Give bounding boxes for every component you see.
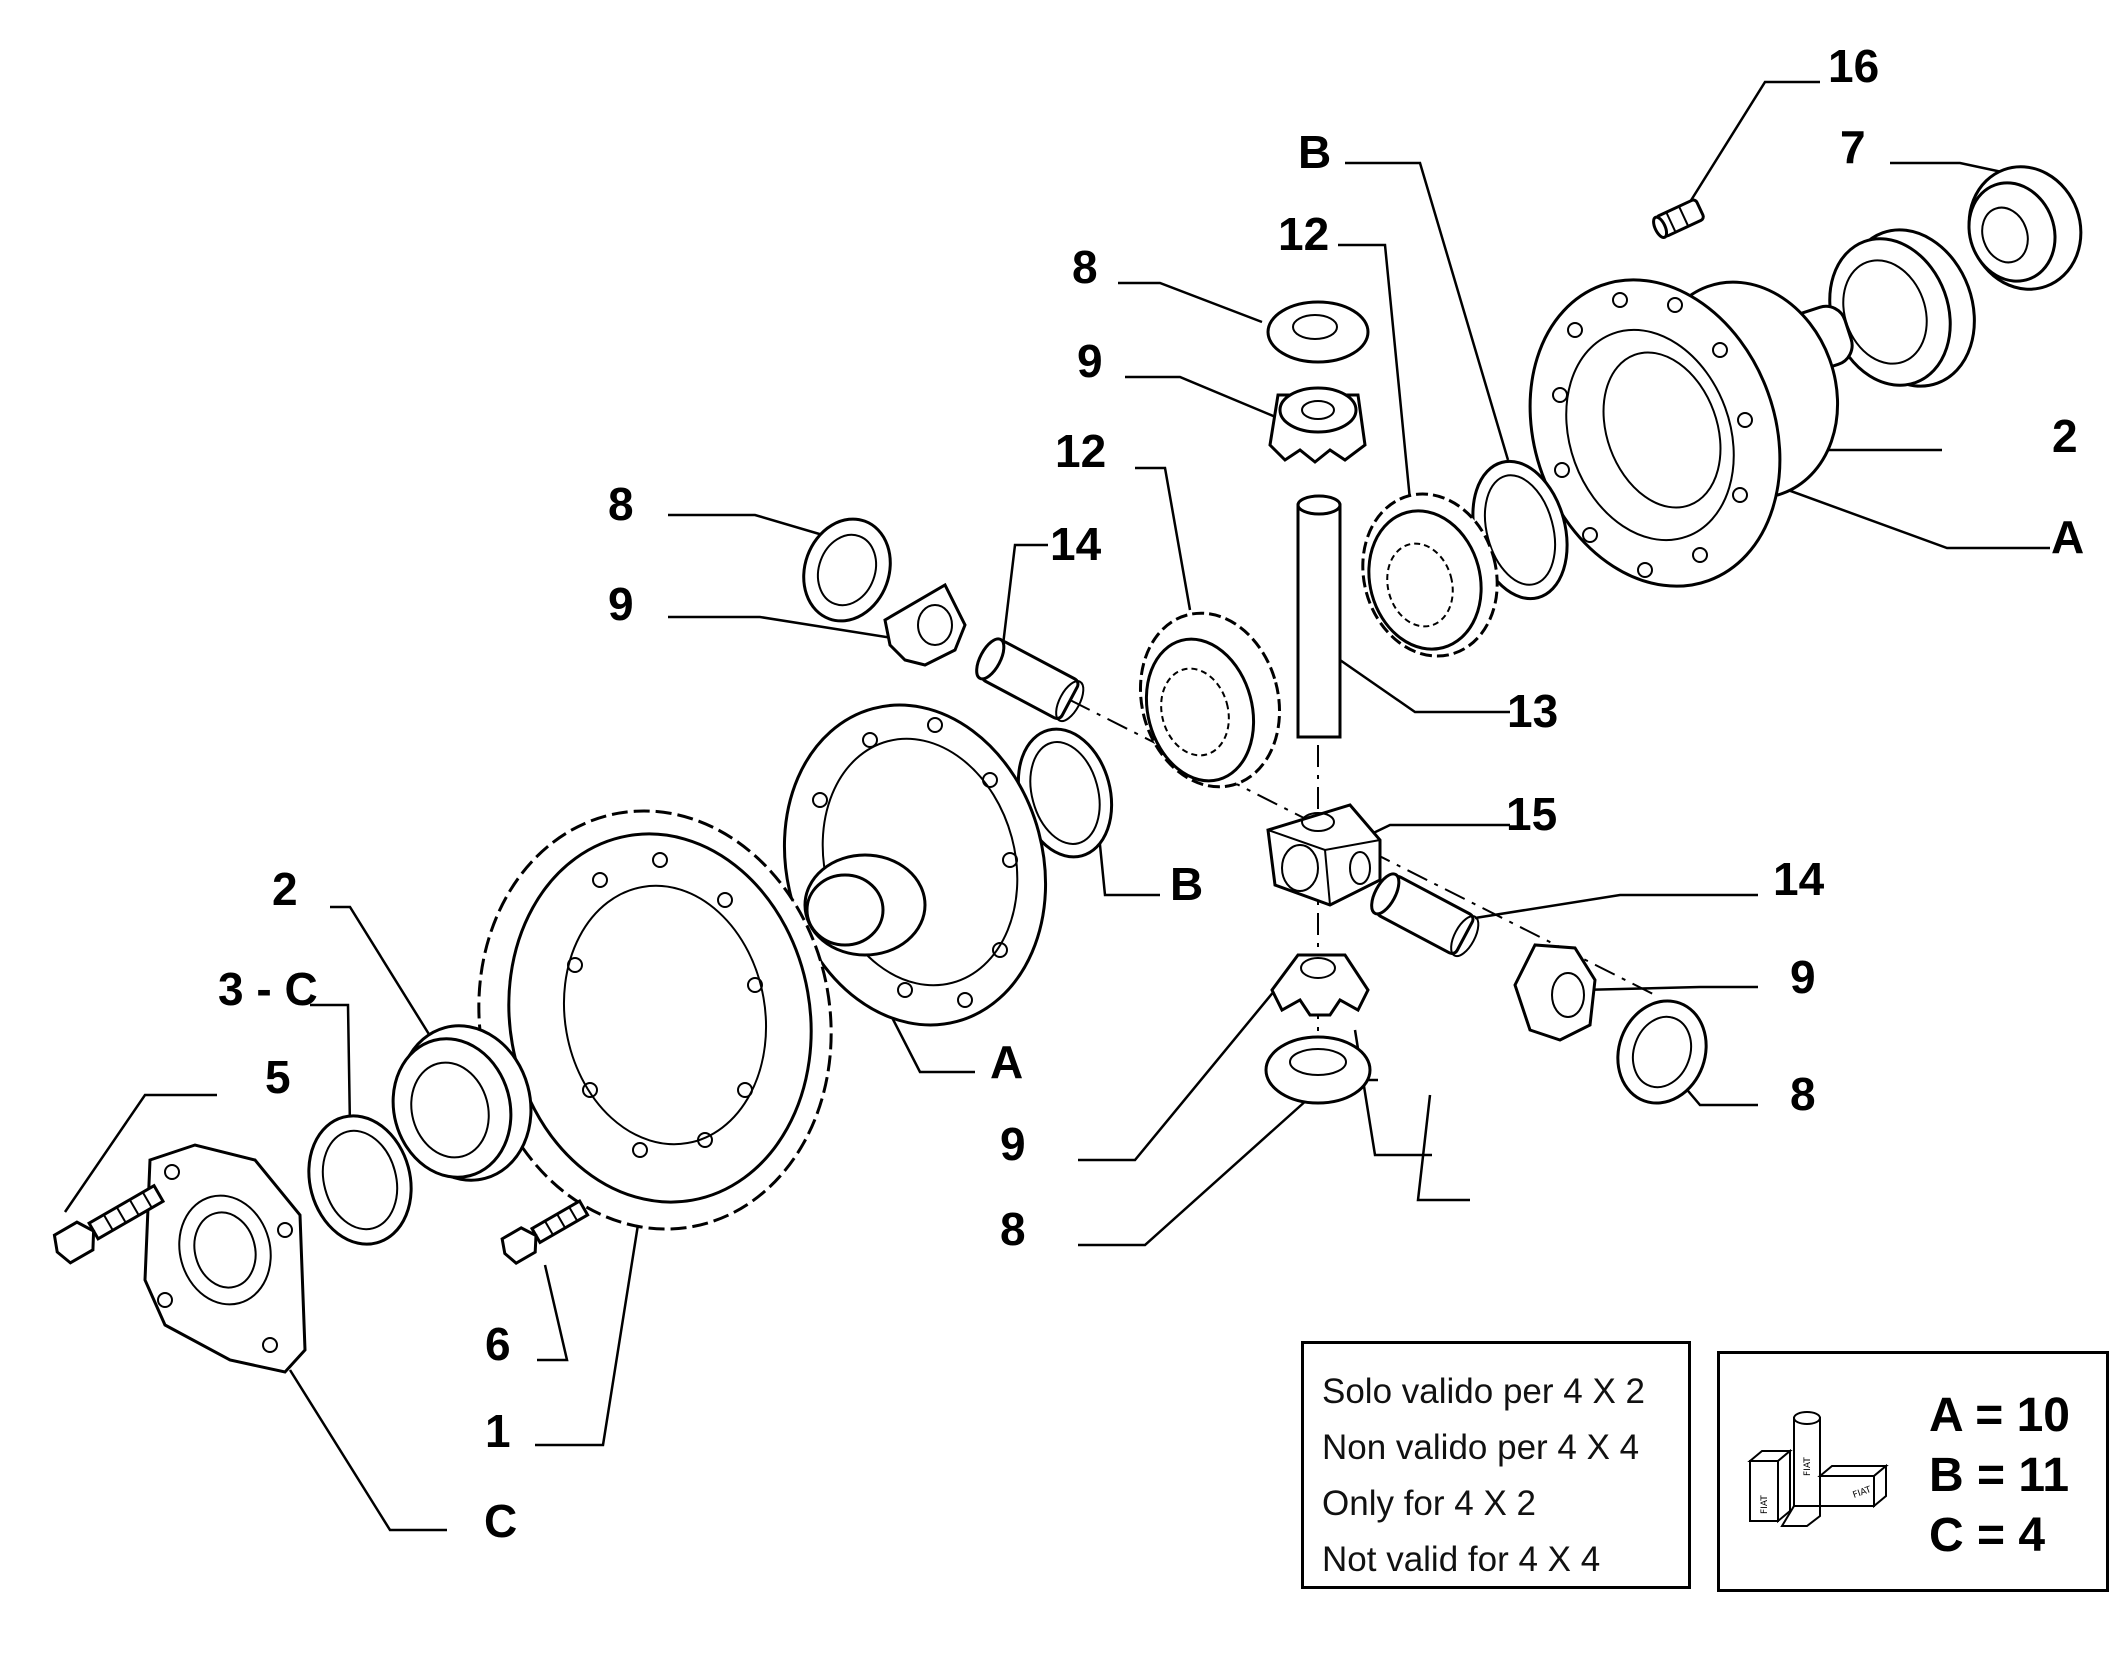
callout-15: 15 [1506, 788, 1557, 840]
part-bolt-6 [500, 1199, 590, 1265]
quantity-legend: FIAT FIAT FIAT A = 10 B = 11 C = 4 [1717, 1351, 2109, 1592]
part-ring-gear-1 [477, 809, 833, 1231]
callout-9-top: 9 [1077, 335, 1103, 387]
callout-C: C [484, 1495, 517, 1547]
part-sleeve-14-left [975, 637, 1085, 723]
callout-14-right: 14 [1773, 853, 1825, 905]
callout-2-right: 2 [2052, 410, 2078, 462]
qty-B: B = 11 [1929, 1449, 2070, 1502]
callout-A-right: A [2051, 511, 2084, 563]
callout-7: 7 [1840, 121, 1866, 173]
callout-16: 16 [1828, 40, 1879, 92]
callout-B-top: B [1298, 126, 1331, 178]
applicability-note: Solo valido per 4 X 2 Non valido per 4 X… [1301, 1341, 1691, 1589]
qty-A: A = 10 [1929, 1389, 2070, 1442]
callout-8-right: 8 [1790, 1068, 1816, 1120]
part-pin-16 [1652, 198, 1705, 239]
part-pinion-9-left [883, 582, 967, 667]
part-washer-8-right [1616, 999, 1708, 1105]
callout-9-left: 9 [608, 578, 634, 630]
note-line-1: Solo valido per 4 X 2 [1322, 1372, 1645, 1411]
part-pinion-9-bottom [1270, 953, 1370, 1017]
part-side-gear-12-top [1361, 492, 1499, 658]
fiat-logo-text-2: FIAT [1803, 1457, 1813, 1476]
part-pinion-9-top [1268, 386, 1367, 464]
callout-5: 5 [265, 1051, 291, 1103]
note-line-2: Non valido per 4 X 4 [1322, 1428, 1640, 1467]
fiat-blocks-icon: FIAT FIAT FIAT [1747, 1411, 1889, 1527]
callout-8-bottom: 8 [1000, 1203, 1026, 1255]
part-case-A-right [1528, 278, 1854, 588]
part-bearing-2-left [391, 1024, 533, 1182]
callout-13: 13 [1507, 685, 1558, 737]
leader-lines [63, 80, 2050, 1532]
part-washer-8-left [802, 517, 892, 623]
callout-8-left: 8 [608, 478, 634, 530]
fiat-logo-text-1: FIAT [1760, 1495, 1770, 1514]
callout-12-top: 12 [1278, 208, 1329, 260]
part-case-A-mid [782, 703, 1048, 1027]
callout-9-right: 9 [1790, 951, 1816, 1003]
part-pinion-9-right [1513, 943, 1597, 1042]
note-line-4: Not valid for 4 X 4 [1322, 1540, 1601, 1579]
callout-labels: 16 7 B 12 8 9 2 A 12 8 14 9 13 15 B 14 9… [218, 40, 2084, 1547]
part-washer-8-bottom [1264, 1035, 1372, 1105]
callout-1: 1 [485, 1405, 511, 1457]
callout-A-mid: A [990, 1036, 1023, 1088]
callout-8-top: 8 [1072, 241, 1098, 293]
part-shaft-13 [1296, 494, 1342, 739]
qty-C: C = 4 [1929, 1509, 2046, 1562]
callout-3C: 3 - C [218, 963, 318, 1015]
part-bolt-5 [52, 1183, 166, 1265]
part-block-15 [1266, 803, 1382, 907]
part-bearing-2-right [1828, 228, 1976, 388]
part-side-gear-12-mid [1138, 611, 1282, 789]
callout-14-top: 14 [1050, 518, 1102, 570]
part-sleeve-14-right [1370, 872, 1480, 958]
note-line-3: Only for 4 X 2 [1322, 1484, 1536, 1523]
part-cover-C [143, 1143, 307, 1374]
callout-B-mid: B [1170, 858, 1203, 910]
part-seal-7 [1967, 165, 2083, 291]
callout-2-left: 2 [272, 863, 298, 915]
callout-9-bottom: 9 [1000, 1118, 1026, 1170]
callout-6: 6 [485, 1318, 511, 1370]
callout-12-mid: 12 [1055, 425, 1106, 477]
part-seal-3C [307, 1114, 413, 1246]
part-washer-8-top [1266, 300, 1370, 364]
